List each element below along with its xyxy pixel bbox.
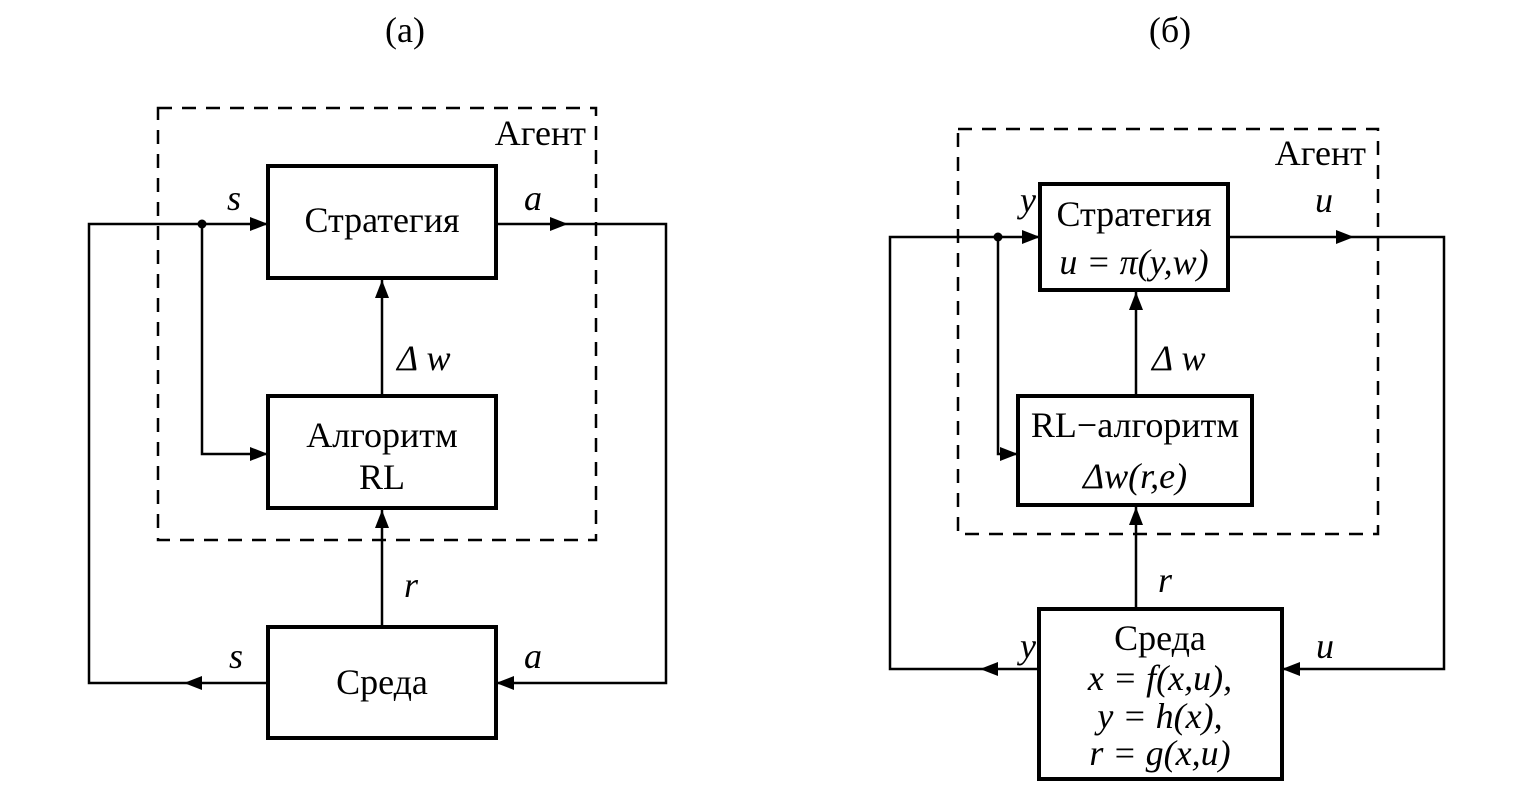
panel-b-state-to-algorithm-wire <box>996 237 1018 456</box>
panel-b-caption: (б) <box>1149 10 1191 50</box>
panel-a-arrow-action-out <box>550 217 568 231</box>
panel-b-label-env-action-in: u <box>1316 626 1334 666</box>
panel-b-arrow-weight-update <box>1129 292 1143 310</box>
panel-a: (а) Агент Стратегия Алгоритм RL <box>87 10 668 740</box>
panel-a-caption: (а) <box>385 10 425 50</box>
panel-b-junction-dot <box>993 232 1003 242</box>
panel-b-action-wire <box>1228 235 1446 671</box>
panel-b-label-action-out: u <box>1315 180 1333 220</box>
panel-a-policy-title: Стратегия <box>304 200 459 240</box>
panel-a-label-action-out: a <box>524 178 542 218</box>
panel-b-agent-label: Агент <box>1275 133 1367 173</box>
panel-b-environment-title: Среда <box>1114 618 1206 658</box>
panel-a-label-weight-update: Δ w <box>395 338 451 378</box>
panel-b-arrow-action-out <box>1336 230 1354 244</box>
panel-a-algorithm-block: Алгоритм RL <box>266 394 498 510</box>
panel-b: (б) Агент Стратегия u = π(y,w) RL−алгори… <box>888 10 1446 781</box>
panel-b-environment-block: Среда x = f(x,u), y = h(x), r = g(x,u) <box>1037 607 1284 781</box>
panel-b-label-weight-update: Δ w <box>1150 338 1206 378</box>
panel-b-arrow-env-state-out <box>980 662 998 676</box>
panel-a-label-state-in: s <box>227 178 241 218</box>
panel-a-label-env-action-in: a <box>524 636 542 676</box>
panel-b-algorithm-formula: Δw(r,e) <box>1081 456 1187 496</box>
panel-b-environment-reward-eq: r = g(x,u) <box>1089 733 1230 773</box>
panel-a-arrow-env-action-in <box>496 676 514 690</box>
panel-a-arrow-state-to-algorithm <box>250 447 268 461</box>
panel-b-label-state-in: y <box>1017 180 1036 220</box>
panel-a-state-to-algorithm-wire <box>200 224 268 456</box>
panel-b-algorithm-block: RL−алгоритм Δw(r,e) <box>1016 394 1254 507</box>
panel-a-algorithm-line-1: Алгоритм <box>306 415 458 455</box>
panel-b-state-feedback-wire <box>888 235 1040 671</box>
panel-b-arrow-reward <box>1129 507 1143 525</box>
panel-a-arrow-state-in <box>250 217 268 231</box>
panel-b-arrow-state-to-algorithm <box>1000 447 1018 461</box>
panel-b-policy-block: Стратегия u = π(y,w) <box>1038 182 1230 292</box>
panel-b-arrow-state-in <box>1022 230 1040 244</box>
panel-a-state-feedback-wire <box>87 222 268 685</box>
panel-a-environment-title: Среда <box>336 662 428 702</box>
panel-a-junction-dot <box>197 219 207 229</box>
panel-a-arrow-reward <box>375 510 389 528</box>
panel-a-algorithm-line-2: RL <box>359 457 405 497</box>
panel-b-policy-formula: u = π(y,w) <box>1059 242 1208 282</box>
panel-b-environment-state-eq: x = f(x,u), <box>1087 658 1232 698</box>
panel-a-agent-label: Агент <box>495 113 587 153</box>
panel-b-label-reward: r <box>1158 560 1173 600</box>
panel-a-policy-block: Стратегия <box>266 164 498 280</box>
panel-b-algorithm-title: RL−алгоритм <box>1031 405 1239 445</box>
panel-a-action-wire <box>496 222 668 685</box>
panel-a-agent-boundary <box>156 106 598 542</box>
panel-a-arrow-weight-update <box>375 280 389 298</box>
panel-b-arrow-env-action-in <box>1282 662 1300 676</box>
panel-b-policy-title: Стратегия <box>1056 194 1211 234</box>
panel-b-environment-output-eq: y = h(x), <box>1094 696 1222 736</box>
panel-a-label-env-state-out: s <box>229 636 243 676</box>
panel-b-agent-boundary <box>956 127 1380 536</box>
panel-b-label-env-state-out: y <box>1017 626 1036 666</box>
panel-a-arrow-env-state-out <box>184 676 202 690</box>
panel-a-label-reward: r <box>404 565 419 605</box>
panel-a-environment-block: Среда <box>266 625 498 740</box>
